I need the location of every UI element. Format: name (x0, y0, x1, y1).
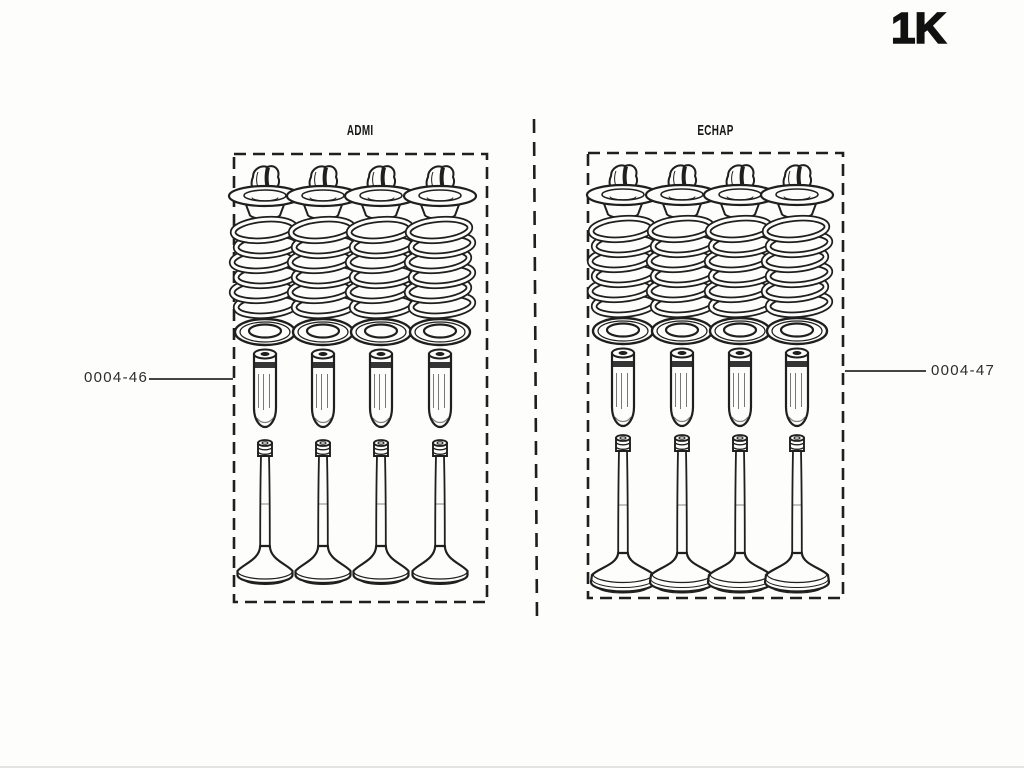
panel-echap (586, 151, 845, 600)
echap-boundary-box (586, 151, 845, 600)
valve-assembly-column (404, 166, 476, 584)
panel-title-echap-text: ECHAP (697, 122, 734, 139)
panel-title-admi-text: ADMI (347, 122, 374, 139)
panel-title-echap: ECHAP (588, 123, 843, 139)
panel-admi (229, 152, 489, 604)
panel-title-admi: ADMI (234, 123, 487, 139)
valve-assembly-column (761, 165, 833, 593)
ref-label-admi: 0004-46 (84, 369, 149, 386)
admi-boundary-box (232, 152, 489, 604)
ref-label-echap: 0004-47 (931, 362, 996, 379)
scan-edge (0, 766, 1024, 768)
page-code: 1K (890, 3, 947, 54)
center-divider-line (532, 118, 539, 623)
